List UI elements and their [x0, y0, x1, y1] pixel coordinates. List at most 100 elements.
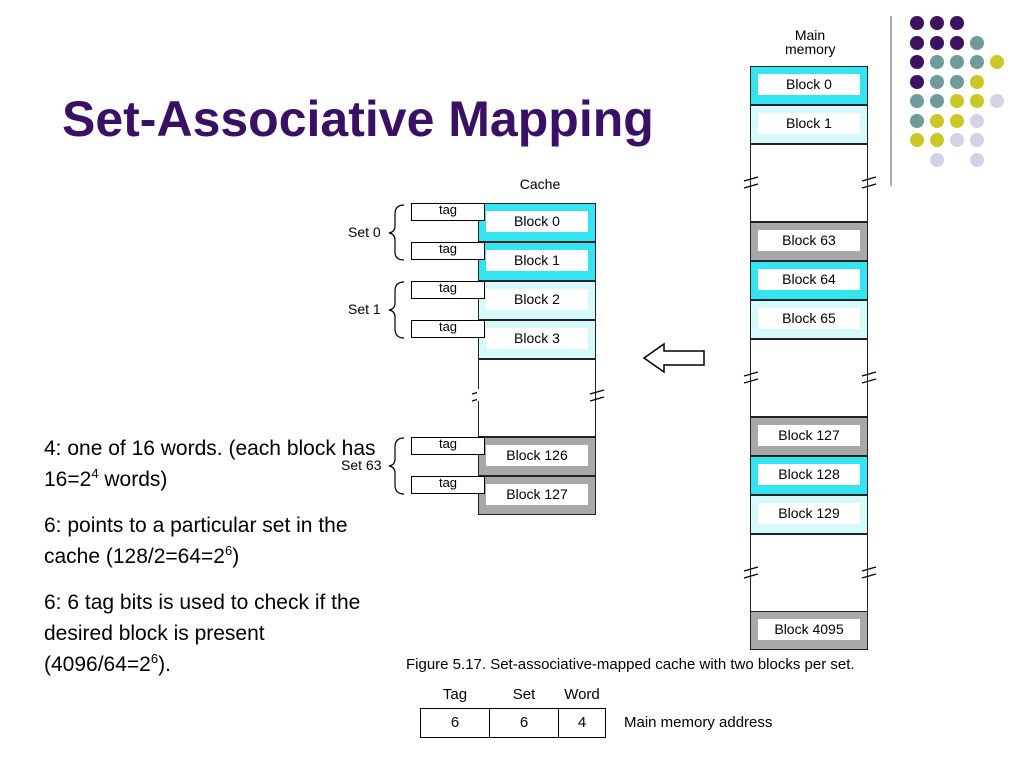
note-exponent: 4 [91, 466, 99, 481]
cache-gap [478, 359, 596, 437]
decorative-dot [910, 113, 924, 128]
decorative-dot [970, 152, 984, 167]
main-memory-block: Block 0 [758, 74, 860, 95]
note-text: ). [158, 653, 171, 676]
decorative-dot [930, 16, 944, 30]
set-label: Set 1 [348, 301, 381, 317]
figure-caption: Figure 5.17. Set-associative-mapped cach… [406, 656, 855, 673]
decorative-dot [930, 55, 944, 69]
decorative-dot [950, 94, 964, 108]
decorative-dot [910, 55, 924, 69]
decorative-dot [910, 35, 924, 50]
cache-block: Block 1 [486, 250, 588, 271]
decorative-dot [930, 94, 944, 108]
tag-box: tag [411, 476, 485, 494]
main-memory-row: Block 1 [750, 105, 868, 144]
break-mark [743, 176, 759, 189]
address-field-set: 6 [489, 708, 559, 738]
break-mark [861, 566, 877, 579]
note-exponent: 6 [150, 651, 159, 666]
note-text: 4: one of 16 words. (each block has 16=2 [44, 437, 376, 491]
cache-row: Block 127 [478, 476, 596, 515]
main-memory-row: Block 65 [750, 300, 868, 339]
cache-label: Cache [519, 176, 561, 192]
decorative-dot [990, 55, 1004, 69]
note-text: 6: 6 tag bits is used to check if the de… [44, 591, 361, 676]
divider-line [890, 16, 892, 186]
main-memory-block: Block 1 [758, 113, 860, 134]
set-brace [388, 281, 405, 339]
note-exponent: 6 [224, 543, 233, 558]
set-label: Set 0 [348, 224, 381, 240]
decorative-dot [930, 133, 944, 147]
note-set-bits: 6: points to a particular set in the cac… [44, 510, 379, 572]
tag-box: tag [411, 242, 485, 260]
cache-block: Block 3 [486, 328, 588, 349]
cache-block: Block 127 [486, 484, 588, 505]
decorative-dot [950, 35, 964, 50]
tag-box: tag [411, 437, 485, 455]
main-memory-block: Block 4095 [758, 619, 860, 640]
decorative-dot [990, 94, 1004, 108]
main-memory-label: Main memory [785, 27, 836, 56]
cache-row: Block 126 [478, 437, 596, 476]
note-text: ) [232, 545, 240, 568]
main-memory-gap [750, 339, 868, 417]
address-field-tag: 6 [420, 708, 490, 738]
tag-box: tag [411, 281, 485, 299]
cache-row: Block 3 [478, 320, 596, 359]
cache-block: Block 0 [486, 211, 588, 232]
set-label: Set 63 [341, 457, 382, 473]
note-word-bits: 4: one of 16 words. (each block has 16=2… [44, 433, 379, 495]
decorative-dot [930, 113, 944, 128]
address-header-tag: Tag [442, 686, 468, 703]
decorative-dot [970, 74, 984, 89]
decorative-dot [910, 16, 924, 30]
set-brace [388, 437, 405, 495]
main-memory-row: Block 127 [750, 417, 868, 456]
main-memory-gap [750, 144, 868, 222]
tag-box: tag [411, 320, 485, 338]
main-memory-gap [750, 534, 868, 612]
main-memory-label-line1: Main [794, 27, 826, 43]
address-header-word: Word [564, 686, 600, 703]
break-mark [861, 176, 877, 189]
decorative-dot [930, 74, 944, 89]
decorative-dot [910, 74, 924, 89]
cache-row: Block 1 [478, 242, 596, 281]
set-brace [388, 204, 405, 261]
decorative-dot [910, 133, 924, 147]
cache-row: Block 0 [478, 203, 596, 242]
cache-block: Block 126 [486, 445, 588, 466]
main-memory-row: Block 129 [750, 495, 868, 534]
main-memory-block: Block 129 [758, 503, 860, 524]
decorative-dot [970, 35, 984, 50]
main-memory-row: Block 63 [750, 222, 868, 261]
decorative-dot [950, 55, 964, 69]
address-field-word: 4 [558, 708, 606, 738]
cache-row: Block 2 [478, 281, 596, 320]
decorative-dot [950, 133, 964, 147]
main-memory-row: Block 128 [750, 456, 868, 495]
break-mark [861, 371, 877, 384]
decorative-dot [950, 74, 964, 89]
main-memory-block: Block 128 [758, 464, 860, 485]
decorative-dot [910, 94, 924, 108]
note-text: 6: points to a particular set in the cac… [44, 514, 348, 568]
decorative-dot [950, 16, 964, 30]
main-memory-row: Block 64 [750, 261, 868, 300]
note-text: words) [98, 468, 168, 491]
main-memory-block: Block 127 [758, 425, 860, 446]
address-header-set: Set [512, 686, 536, 703]
main-memory-block: Block 64 [758, 269, 860, 290]
left-arrow-icon [642, 342, 705, 374]
main-memory-block: Block 65 [758, 308, 860, 329]
decorative-dot [970, 113, 984, 128]
tag-box: tag [411, 203, 485, 221]
cache-block: Block 2 [486, 289, 588, 310]
break-mark [743, 371, 759, 384]
break-mark [743, 566, 759, 579]
main-memory-row: Block 4095 [750, 611, 868, 650]
note-tag-bits: 6: 6 tag bits is used to check if the de… [44, 587, 379, 680]
